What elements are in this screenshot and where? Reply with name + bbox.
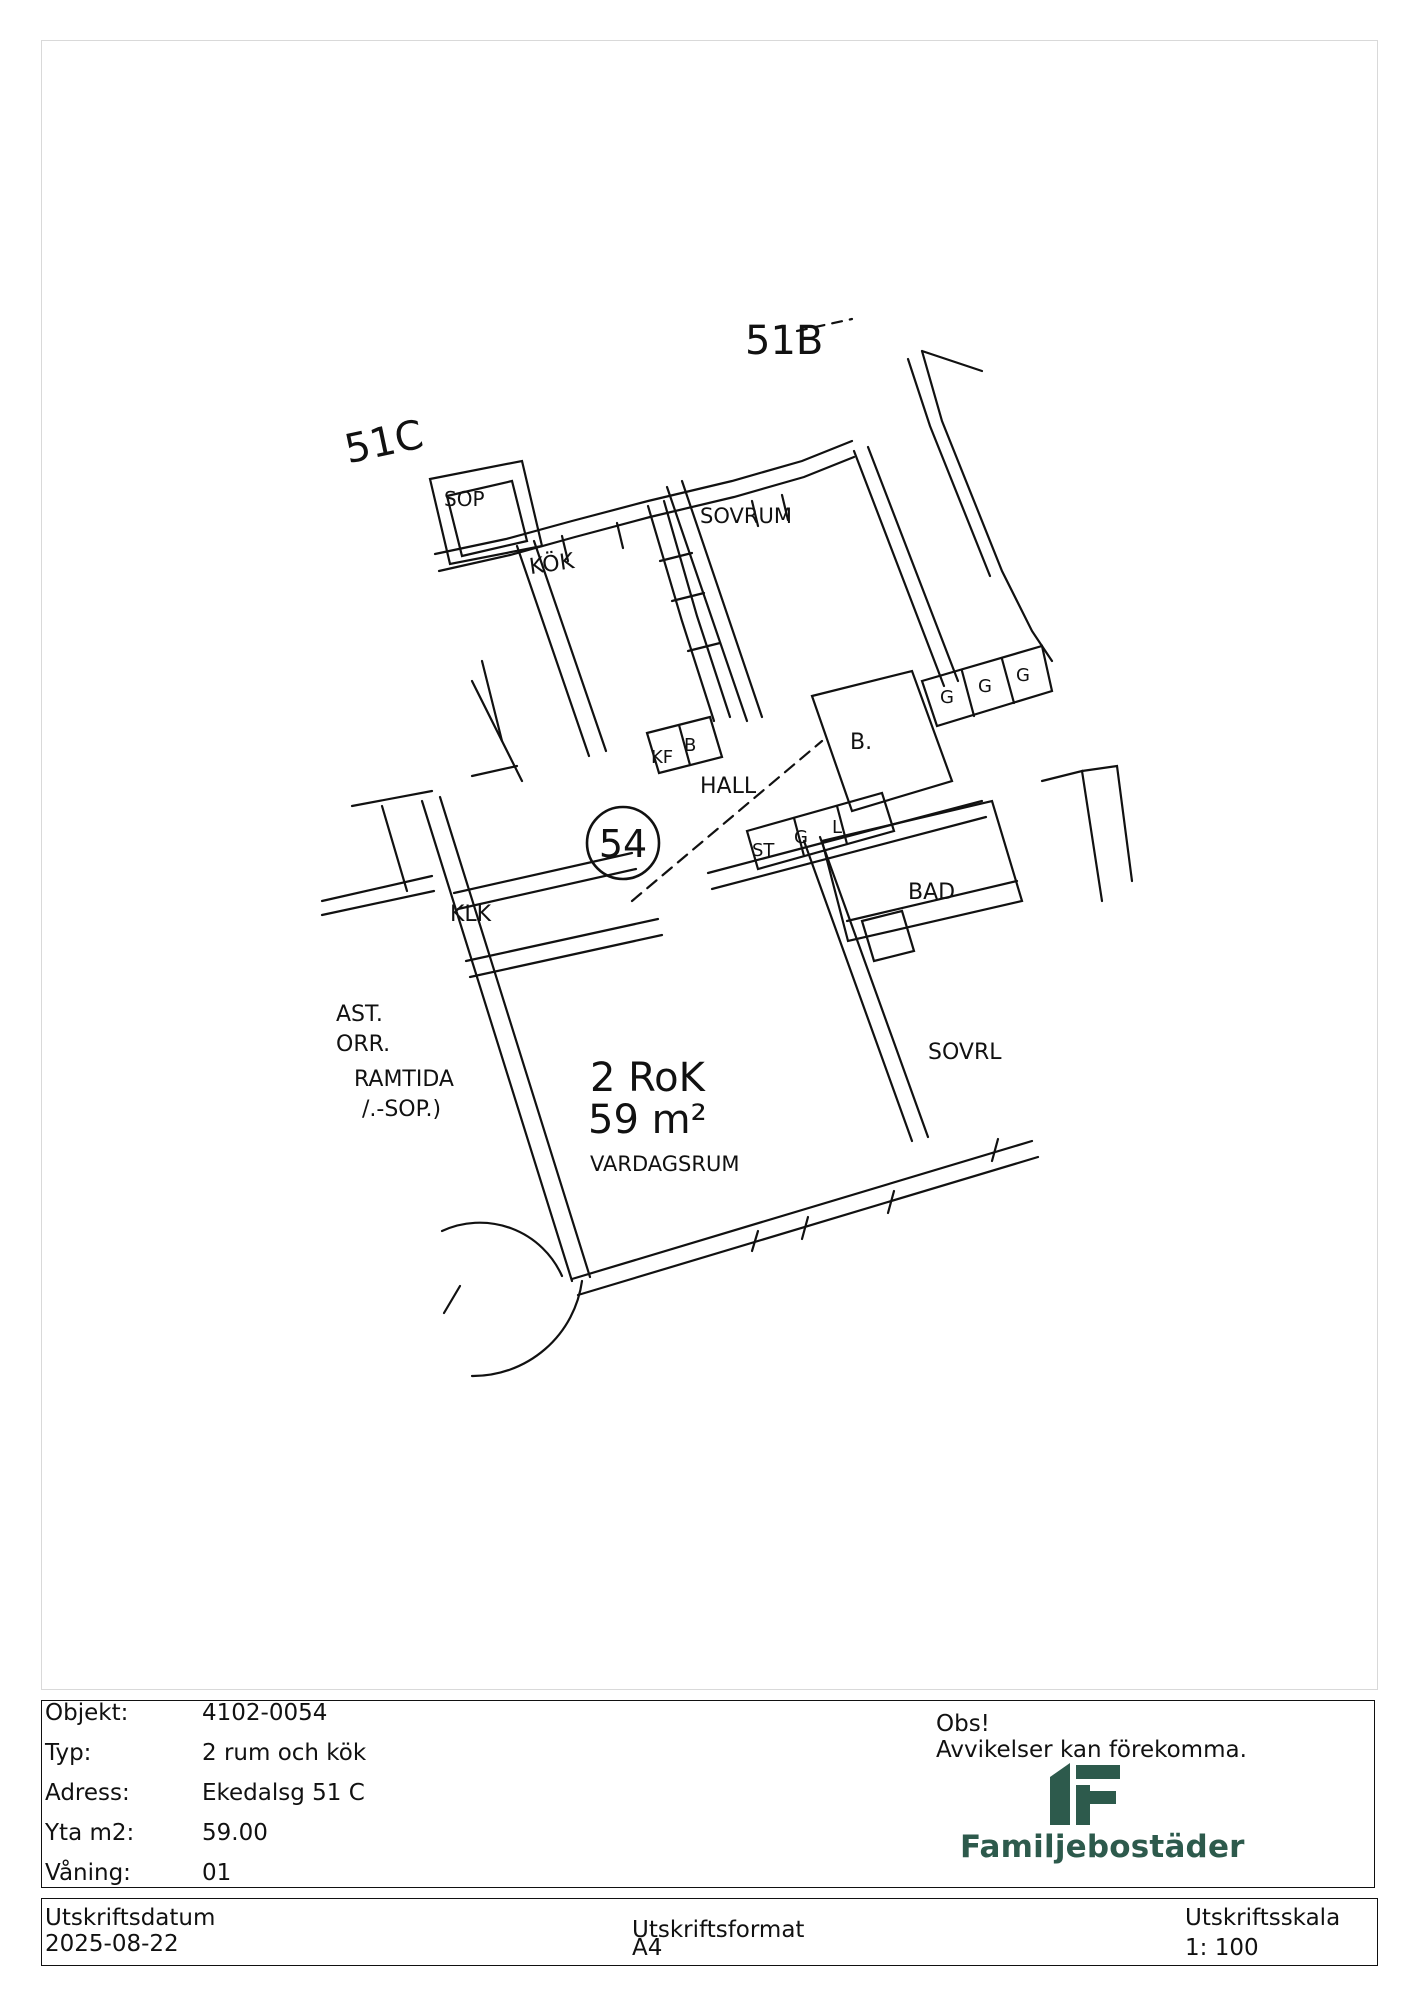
label-g3: G bbox=[1016, 665, 1030, 686]
disclaimer: Obs! Avvikelser kan förekomma. bbox=[936, 1711, 1247, 1763]
print-date-label: Utskriftsdatum bbox=[45, 1905, 216, 1931]
label-ast-2: ORR. bbox=[336, 1032, 390, 1057]
info-label: Yta m2: bbox=[45, 1820, 135, 1846]
label-size-area: 59 m² bbox=[588, 1097, 707, 1143]
print-date: Utskriftsdatum 2025-08-22 bbox=[45, 1905, 215, 1957]
label-sop: SOP bbox=[444, 487, 485, 511]
print-format: Utskriftsformat A4 bbox=[632, 1917, 804, 1961]
label-kf: KF bbox=[651, 747, 673, 768]
disclaimer-text: Avvikelser kan förekomma. bbox=[936, 1737, 1247, 1763]
info-value: 59.00 bbox=[202, 1820, 268, 1846]
label-51c: 51C bbox=[341, 412, 428, 473]
object-info-box: Objekt: 4102-0054 Typ: 2 rum och kök Adr… bbox=[41, 1700, 1375, 1888]
info-label: Typ: bbox=[45, 1740, 92, 1766]
walls bbox=[320, 317, 1134, 1378]
label-sovrum: SOVRUM bbox=[700, 504, 792, 528]
brand-logo-icon bbox=[1050, 1763, 1120, 1825]
label-ast-4: /.-SOP.) bbox=[362, 1097, 441, 1122]
label-l: L bbox=[832, 817, 842, 838]
label-st: ST bbox=[752, 840, 775, 861]
label-size-type: 2 RoK bbox=[590, 1055, 707, 1101]
label-bad: BAD bbox=[908, 880, 955, 905]
info-value: 2 rum och kök bbox=[202, 1740, 367, 1766]
floor-plan-frame: 51B 51C SOP KÖK SOVRUM KF B B. G G G HAL… bbox=[41, 40, 1378, 1690]
print-scale: Utskriftsskala 1: 100 bbox=[1185, 1905, 1340, 1961]
info-label: Adress: bbox=[45, 1780, 130, 1806]
label-klk: KLK bbox=[450, 902, 492, 927]
brand-logo: Familjebostäder bbox=[960, 1763, 1245, 1883]
room-labels: 51B 51C SOP KÖK SOVRUM KF B B. G G G HAL… bbox=[336, 318, 1030, 1176]
print-format-label: Utskriftsformat bbox=[632, 1917, 805, 1943]
label-vardagsrum: VARDAGSRUM bbox=[590, 1152, 739, 1176]
print-scale-label: Utskriftsskala bbox=[1185, 1905, 1341, 1931]
info-label: Våning: bbox=[45, 1860, 131, 1886]
label-g-st: G bbox=[794, 827, 808, 848]
label-51b: 51B bbox=[745, 318, 823, 364]
label-b-dot: B. bbox=[850, 730, 872, 755]
floor-plan-drawing: 51B 51C SOP KÖK SOVRUM KF B B. G G G HAL… bbox=[320, 317, 1134, 1378]
print-date-value: 2025-08-22 bbox=[45, 1931, 179, 1957]
apartment-number-circle bbox=[585, 805, 661, 881]
label-g2: G bbox=[978, 676, 992, 697]
print-info-box: Utskriftsdatum 2025-08-22 Utskriftsforma… bbox=[41, 1898, 1378, 1966]
print-format-value: A4 bbox=[632, 1935, 663, 1961]
brand-logo-text: Familjebostäder bbox=[960, 1829, 1245, 1865]
label-apartment-number: 54 bbox=[599, 822, 647, 866]
info-value: 01 bbox=[202, 1860, 232, 1886]
info-value: 4102-0054 bbox=[202, 1700, 328, 1726]
info-value: Ekedalsg 51 C bbox=[202, 1780, 365, 1806]
label-ast-3: RAMTIDA bbox=[354, 1067, 454, 1092]
disclaimer-title: Obs! bbox=[936, 1711, 990, 1737]
label-b-kf: B bbox=[684, 735, 696, 756]
label-ast-1: AST. bbox=[336, 1002, 383, 1027]
info-label: Objekt: bbox=[45, 1700, 129, 1726]
print-scale-value: 1: 100 bbox=[1185, 1935, 1259, 1961]
label-sovrum-right: SOVRL bbox=[928, 1040, 1002, 1065]
label-g1: G bbox=[940, 687, 954, 708]
label-kok: KÖK bbox=[528, 548, 577, 580]
label-hall: HALL bbox=[700, 774, 757, 799]
